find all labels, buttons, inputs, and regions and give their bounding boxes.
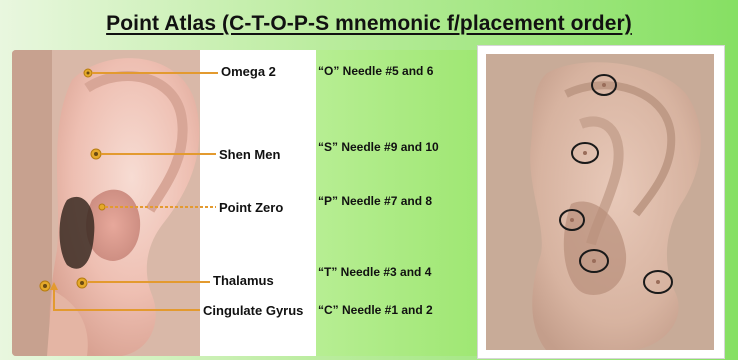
shen-men-label: Shen Men <box>219 147 280 162</box>
right-ear-photo <box>486 54 714 350</box>
point-zero-label: Point Zero <box>219 200 283 215</box>
omega-2-needle-order: “O” Needle #5 and 6 <box>318 64 433 78</box>
omega-2-label: Omega 2 <box>221 64 276 79</box>
cingulate-gyrus-needle-order: “C” Needle #1 and 2 <box>318 303 433 317</box>
point-zero-needle-order: “P” Needle #7 and 8 <box>318 194 432 208</box>
thalamus-needle-order: “T” Needle #3 and 4 <box>318 265 431 279</box>
shen-men-needle-order: “S” Needle #9 and 10 <box>318 140 439 154</box>
cingulate-gyrus-leader <box>54 286 200 310</box>
right-ear-illustration <box>486 54 714 350</box>
cingulate-gyrus-label: Cingulate Gyrus <box>203 303 303 318</box>
thalamus-label: Thalamus <box>213 273 274 288</box>
